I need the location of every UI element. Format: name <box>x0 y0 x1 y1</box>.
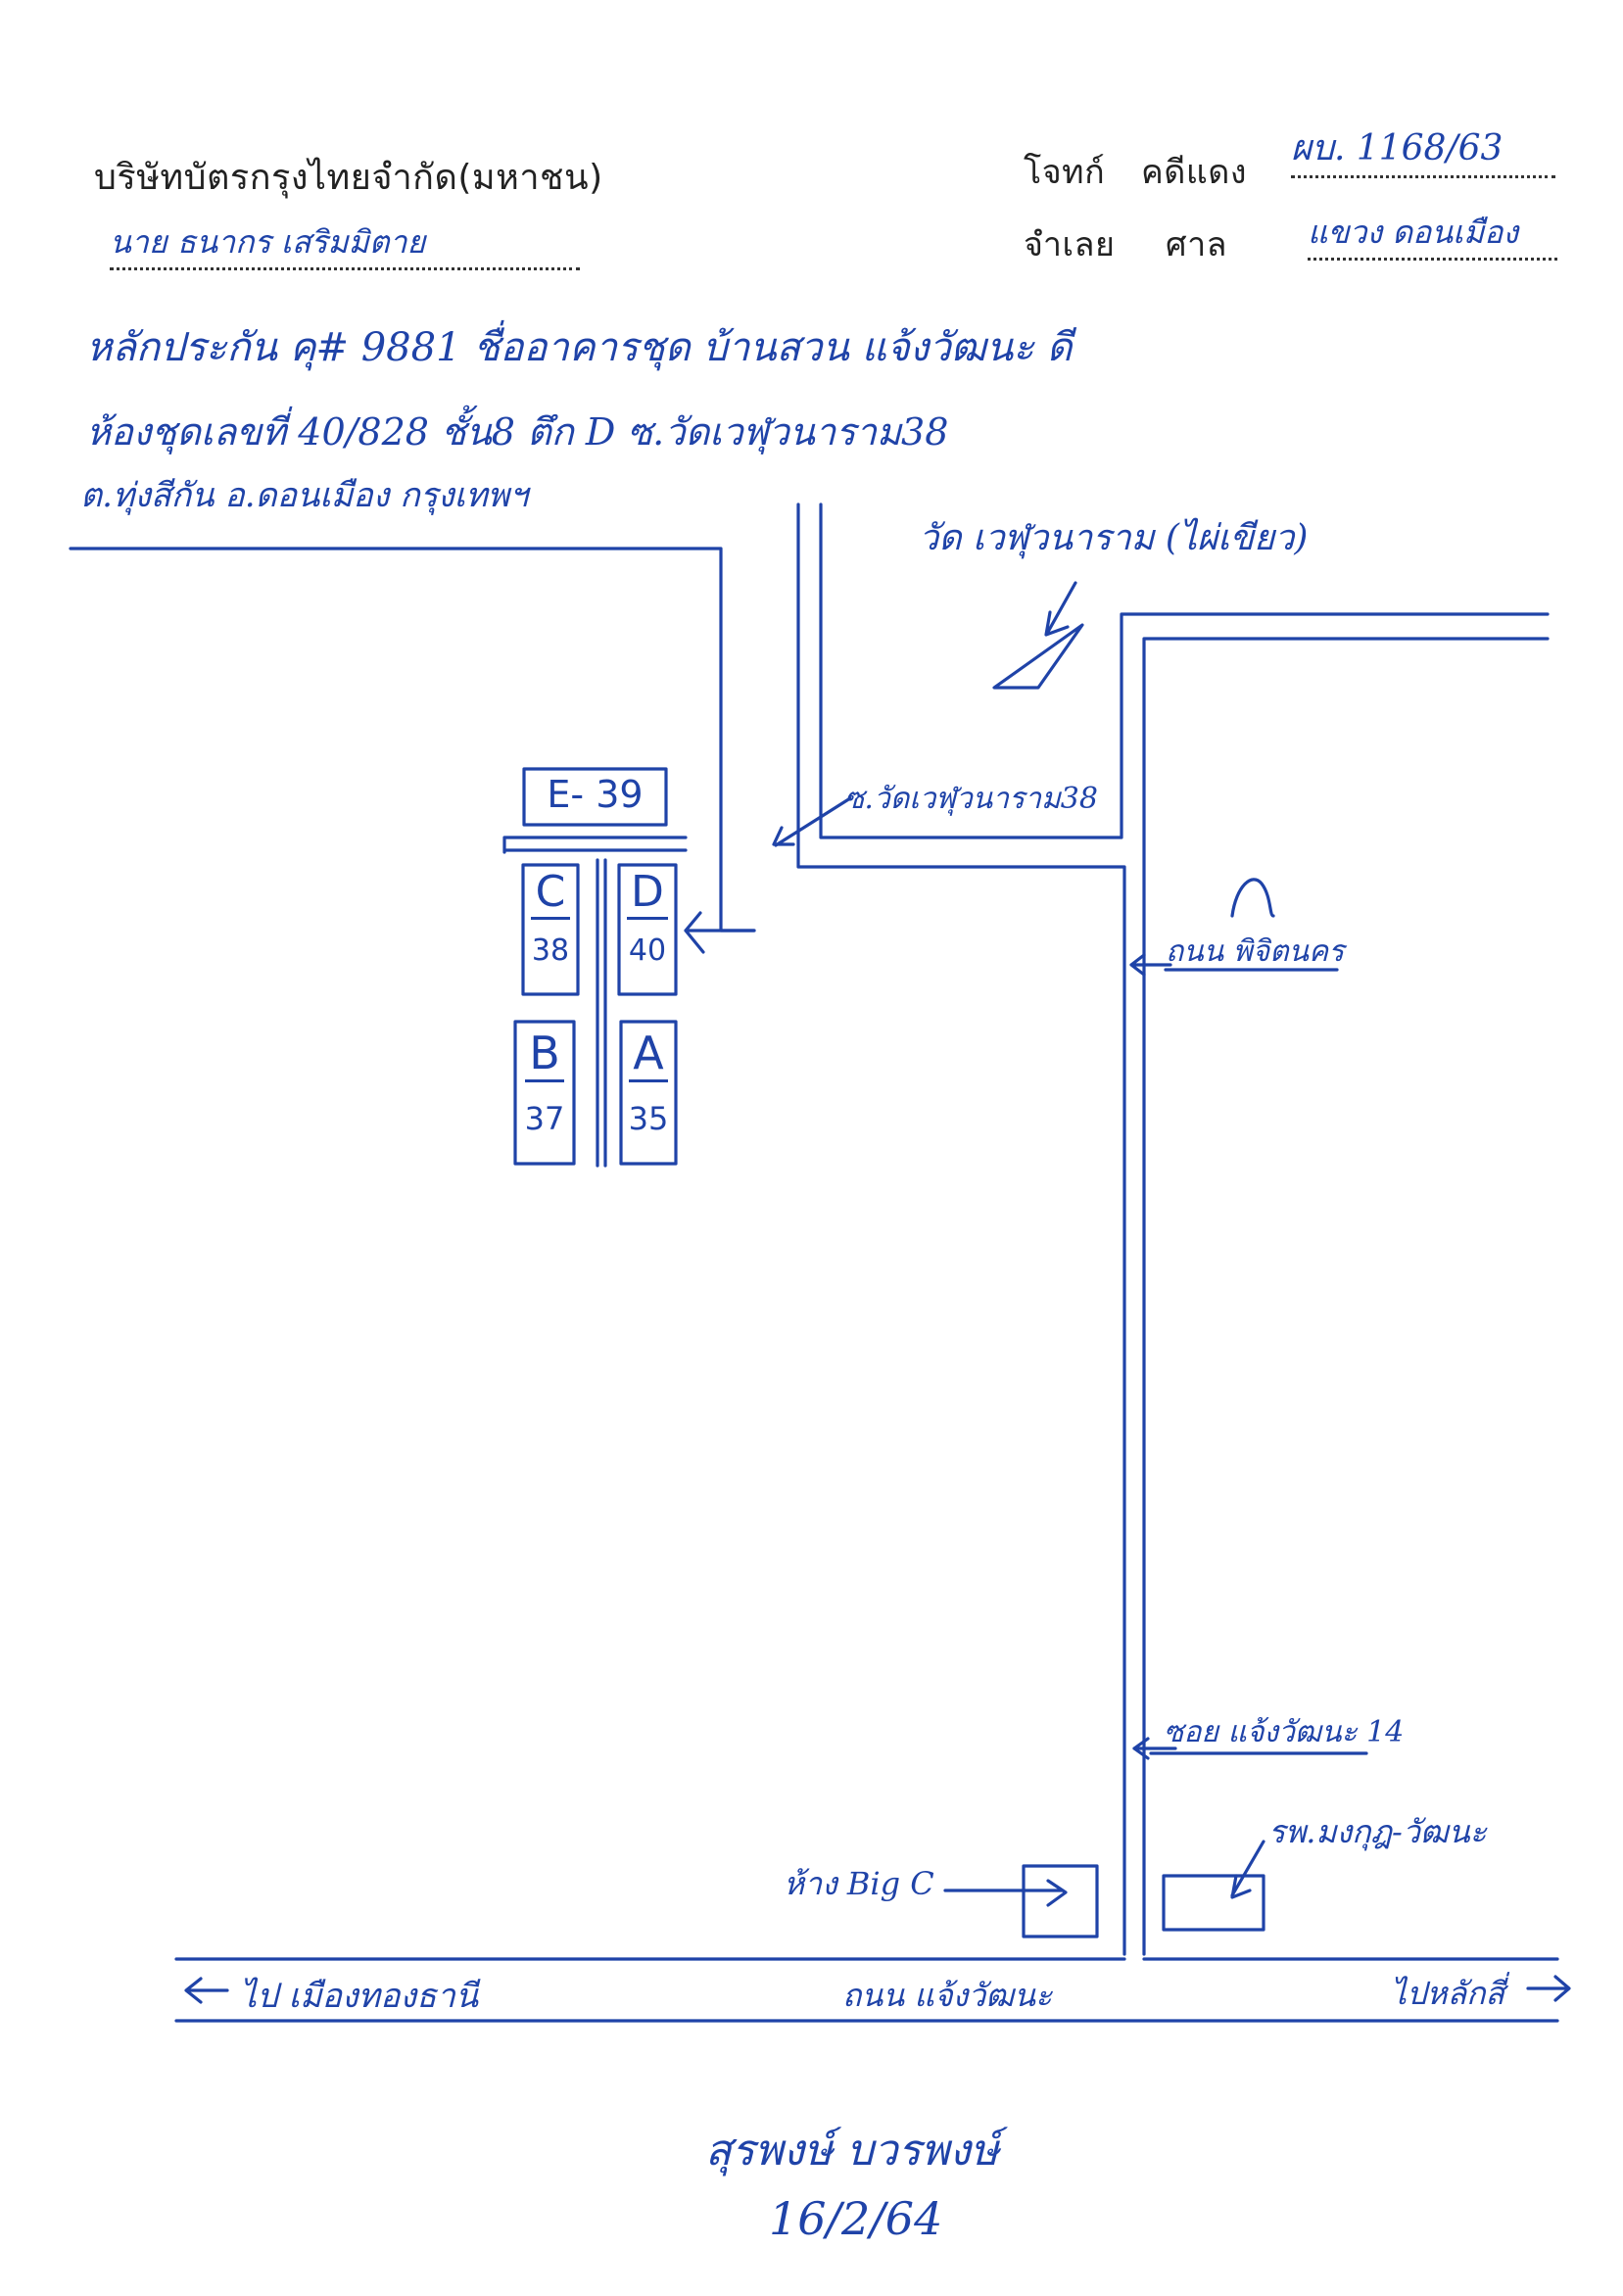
building-b-label: B 37 <box>515 1027 574 1137</box>
collateral-line-2: ห้องชุดเลขที่ 40/828 ชั้น8 ตึก D ซ.วัดเว… <box>86 410 949 454</box>
bigc-arrow-icon <box>943 1879 1068 1907</box>
defendant-label: จำเลย <box>1024 225 1116 264</box>
building-c-label: C 38 <box>523 867 578 968</box>
temple-arrow-icon <box>1044 581 1077 637</box>
building-d-letter: D <box>627 867 668 920</box>
building-c <box>521 863 580 996</box>
building-c-number: 38 <box>531 933 570 968</box>
phahon-road-inner <box>1142 637 1550 1956</box>
hospital-label: รพ.มงกุฎ-วัฒนะ <box>1268 1813 1487 1850</box>
signature-date: 16/2/64 <box>769 2192 943 2245</box>
building-a <box>619 1020 678 1166</box>
soi38-road-left <box>796 502 1126 1956</box>
building-b <box>513 1020 576 1166</box>
company-name: บริษัทบัตรกรุงไทยจำกัด(มหาชน) <box>94 158 603 198</box>
building-d-label: D 40 <box>619 867 676 968</box>
building-e-ground <box>502 836 688 854</box>
building-b-number: 37 <box>524 1100 565 1137</box>
building-e <box>522 767 668 827</box>
red-case-number: ผบ. 1168/63 <box>1291 120 1555 178</box>
court-name: แขวง ดอนเมือง <box>1308 208 1557 261</box>
building-d <box>617 863 678 996</box>
temple-label: วัด เวฬุวนาราม (ไผ่เขียว) <box>919 518 1309 558</box>
to-muang-thong-label: ไป เมืองทองธานี <box>240 1977 479 2016</box>
hospital-building <box>1162 1874 1265 1932</box>
court-label: ศาล <box>1166 225 1228 264</box>
plaintiff-label: โจทก์ <box>1024 153 1106 192</box>
collateral-line-3: ต.ทุ่งสีกัน อ.ดอนเมือง กรุงเทพฯ <box>80 476 529 515</box>
phahon-arrow-icon <box>1129 953 1172 977</box>
signature-name: สุรพงษ์ บวรพงษ์ <box>705 2126 999 2176</box>
temple-icon <box>992 623 1084 690</box>
to-lak-si-label: ไปหลักสี่ <box>1391 1975 1505 2012</box>
bigc-label: ห้าง Big C <box>784 1865 934 1902</box>
chaeng-road-label: ถนน แจ้งวัฒนะ <box>842 1977 1053 2014</box>
building-c-letter: C <box>531 867 570 920</box>
building-a-label: A 35 <box>621 1027 676 1137</box>
building-e-number: 39 <box>596 773 644 816</box>
collateral-line-1: หลักประกัน คุ# 9881 ชื่ออาคารชุด บ้านสวน… <box>86 325 1073 370</box>
soi38-label: ซ.วัดเวฬุวนาราม38 <box>844 782 1098 816</box>
phahon-bump-icon <box>1230 878 1275 918</box>
defendant-name: นาย ธนากร เสริมมิตาย <box>110 217 580 270</box>
building-a-number: 35 <box>628 1100 669 1137</box>
right-direction-arrow-icon <box>1526 1975 1571 2002</box>
bigc-building <box>1022 1864 1099 1938</box>
building-divider <box>596 858 607 1168</box>
soi14-arrow-icon <box>1132 1737 1177 1760</box>
red-case-label: คดีแดง <box>1141 153 1247 192</box>
hospital-arrow-icon <box>1230 1840 1265 1899</box>
phahon-road-label: ถนน พิจิตนคร <box>1166 934 1345 969</box>
soi38-road-right <box>819 502 1550 839</box>
building-b-letter: B <box>525 1027 564 1082</box>
building-a-letter: A <box>629 1027 668 1082</box>
soi-arrow-icon <box>772 796 852 847</box>
building-d-number: 40 <box>628 933 667 968</box>
left-direction-arrow-icon <box>184 1977 229 2004</box>
building-d-arrow-icon <box>684 911 756 954</box>
building-e-letter: E- <box>547 773 585 816</box>
soi14-label: ซอย แจ้งวัฒนะ 14 <box>1164 1715 1405 1749</box>
building-e-label: E- 39 <box>524 773 666 816</box>
